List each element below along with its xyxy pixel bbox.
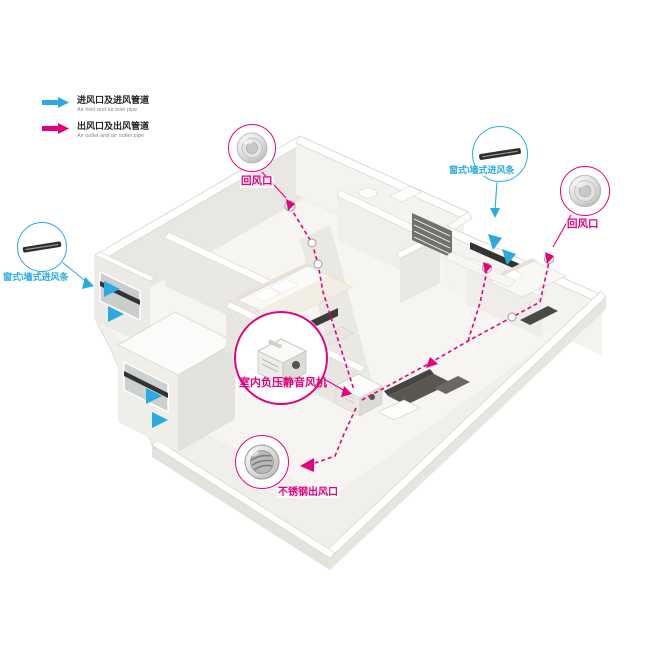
legend-outlet-sublabel: Air outlet and air outlet pipe bbox=[77, 132, 144, 139]
return-air-vent-icon bbox=[236, 132, 268, 164]
wall-inlet-bar-wing bbox=[124, 371, 168, 398]
callout-fan bbox=[234, 311, 328, 405]
callout-window-inlet-left bbox=[17, 222, 67, 272]
leader-arrow-blue-right bbox=[490, 208, 500, 218]
outlet-arrow-icon bbox=[42, 122, 69, 134]
inlet-arrows bbox=[104, 234, 516, 428]
silent-fan-icon bbox=[257, 338, 307, 386]
callout-label-window-inlet-left: 窗式\墙式进风条 bbox=[2, 272, 70, 283]
steel-outlet-icon bbox=[244, 444, 280, 480]
return-air-vent-icon bbox=[568, 174, 602, 208]
inlet-strip-icon bbox=[479, 148, 521, 160]
legend-item-inlet: 进风口及进风管道 Air inlet and air inlet pipe bbox=[42, 95, 150, 113]
callout-label-steel-outlet: 不锈钢出风口 bbox=[277, 487, 339, 498]
inlet-arrow-icon bbox=[42, 97, 69, 108]
callout-label-fan: 室内负压静音风机 bbox=[239, 377, 327, 389]
callout-label-return-air-right: 回风口 bbox=[566, 218, 600, 231]
wall-inlet-bar-right bbox=[470, 242, 522, 272]
furniture bbox=[236, 185, 567, 421]
leader-arrow-blue-left bbox=[82, 277, 94, 289]
legend-inlet-sublabel: Air inlet and air inlet pipe bbox=[77, 106, 138, 113]
leader-arrow-fan bbox=[341, 386, 352, 397]
legend: 进风口及进风管道 Air inlet and air inlet pipe 出风… bbox=[42, 95, 150, 139]
callout-steel-outlet bbox=[235, 435, 289, 489]
legend-item-outlet: 出风口及出风管道 Air outlet and air outlet pipe bbox=[42, 120, 150, 139]
outlet-arrows bbox=[286, 199, 554, 472]
inlet-strip-icon bbox=[22, 241, 62, 253]
callout-return-air-right bbox=[560, 166, 610, 216]
callout-return-air-top bbox=[228, 124, 276, 172]
legend-inlet-label: 进风口及进风管道 bbox=[77, 95, 150, 105]
legend-outlet-label: 出风口及出风管道 bbox=[77, 120, 150, 131]
callout-label-return-air-top: 回风口 bbox=[240, 175, 274, 188]
callout-label-window-inlet-right: 窗式\墙式进风条 bbox=[448, 165, 516, 176]
